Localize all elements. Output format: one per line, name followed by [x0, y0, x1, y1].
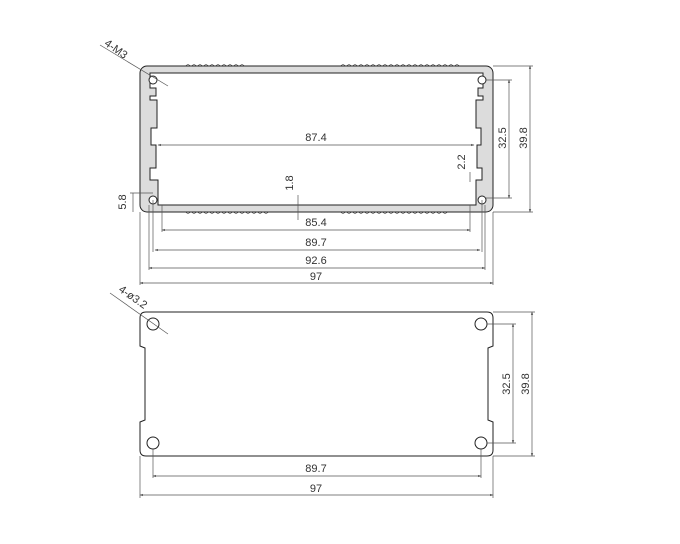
dim-32-5: 32.5 — [497, 127, 509, 148]
panel-hole-tl — [146, 317, 160, 331]
panel-dim-32-5: 32.5 — [501, 373, 513, 394]
panel-hole-br — [474, 436, 488, 450]
dim-89-7: 89.7 — [305, 237, 326, 249]
panel-outline — [139, 311, 494, 457]
panel-dim-89-7: 89.7 — [305, 463, 326, 475]
dim-85-4: 85.4 — [305, 217, 326, 229]
callout-hole-dia: 4-ø3.2 — [116, 284, 149, 312]
top-fins — [184, 64, 461, 67]
callout-leader — [99, 44, 169, 87]
dim-5-8: 5.8 — [117, 194, 129, 209]
panel-hole-bl — [146, 436, 160, 450]
panel-dim-97: 97 — [310, 483, 322, 495]
dim-97: 97 — [310, 271, 322, 283]
profile-cavity — [149, 72, 484, 206]
screw-hole-tr — [477, 75, 487, 85]
panel-dim-39-8: 39.8 — [520, 373, 532, 394]
panel-callout-leader — [109, 292, 169, 335]
dim-1-8: 1.8 — [284, 175, 296, 190]
panel-hole-tr — [474, 317, 488, 331]
dim-2-2: 2.2 — [456, 154, 468, 169]
dim-92-6: 92.6 — [305, 255, 326, 267]
profile-view: 4-M3 87.4 85.4 89.7 92.6 97 32.5 39.8 5.… — [99, 37, 533, 285]
bottom-fins — [184, 211, 449, 214]
end-panel-view: 4-ø3.2 89.7 97 32.5 39.8 — [109, 284, 535, 498]
dim-39-8: 39.8 — [518, 127, 530, 148]
callout-m3: 4-M3 — [102, 37, 129, 61]
dim-87-4: 87.4 — [305, 132, 326, 144]
